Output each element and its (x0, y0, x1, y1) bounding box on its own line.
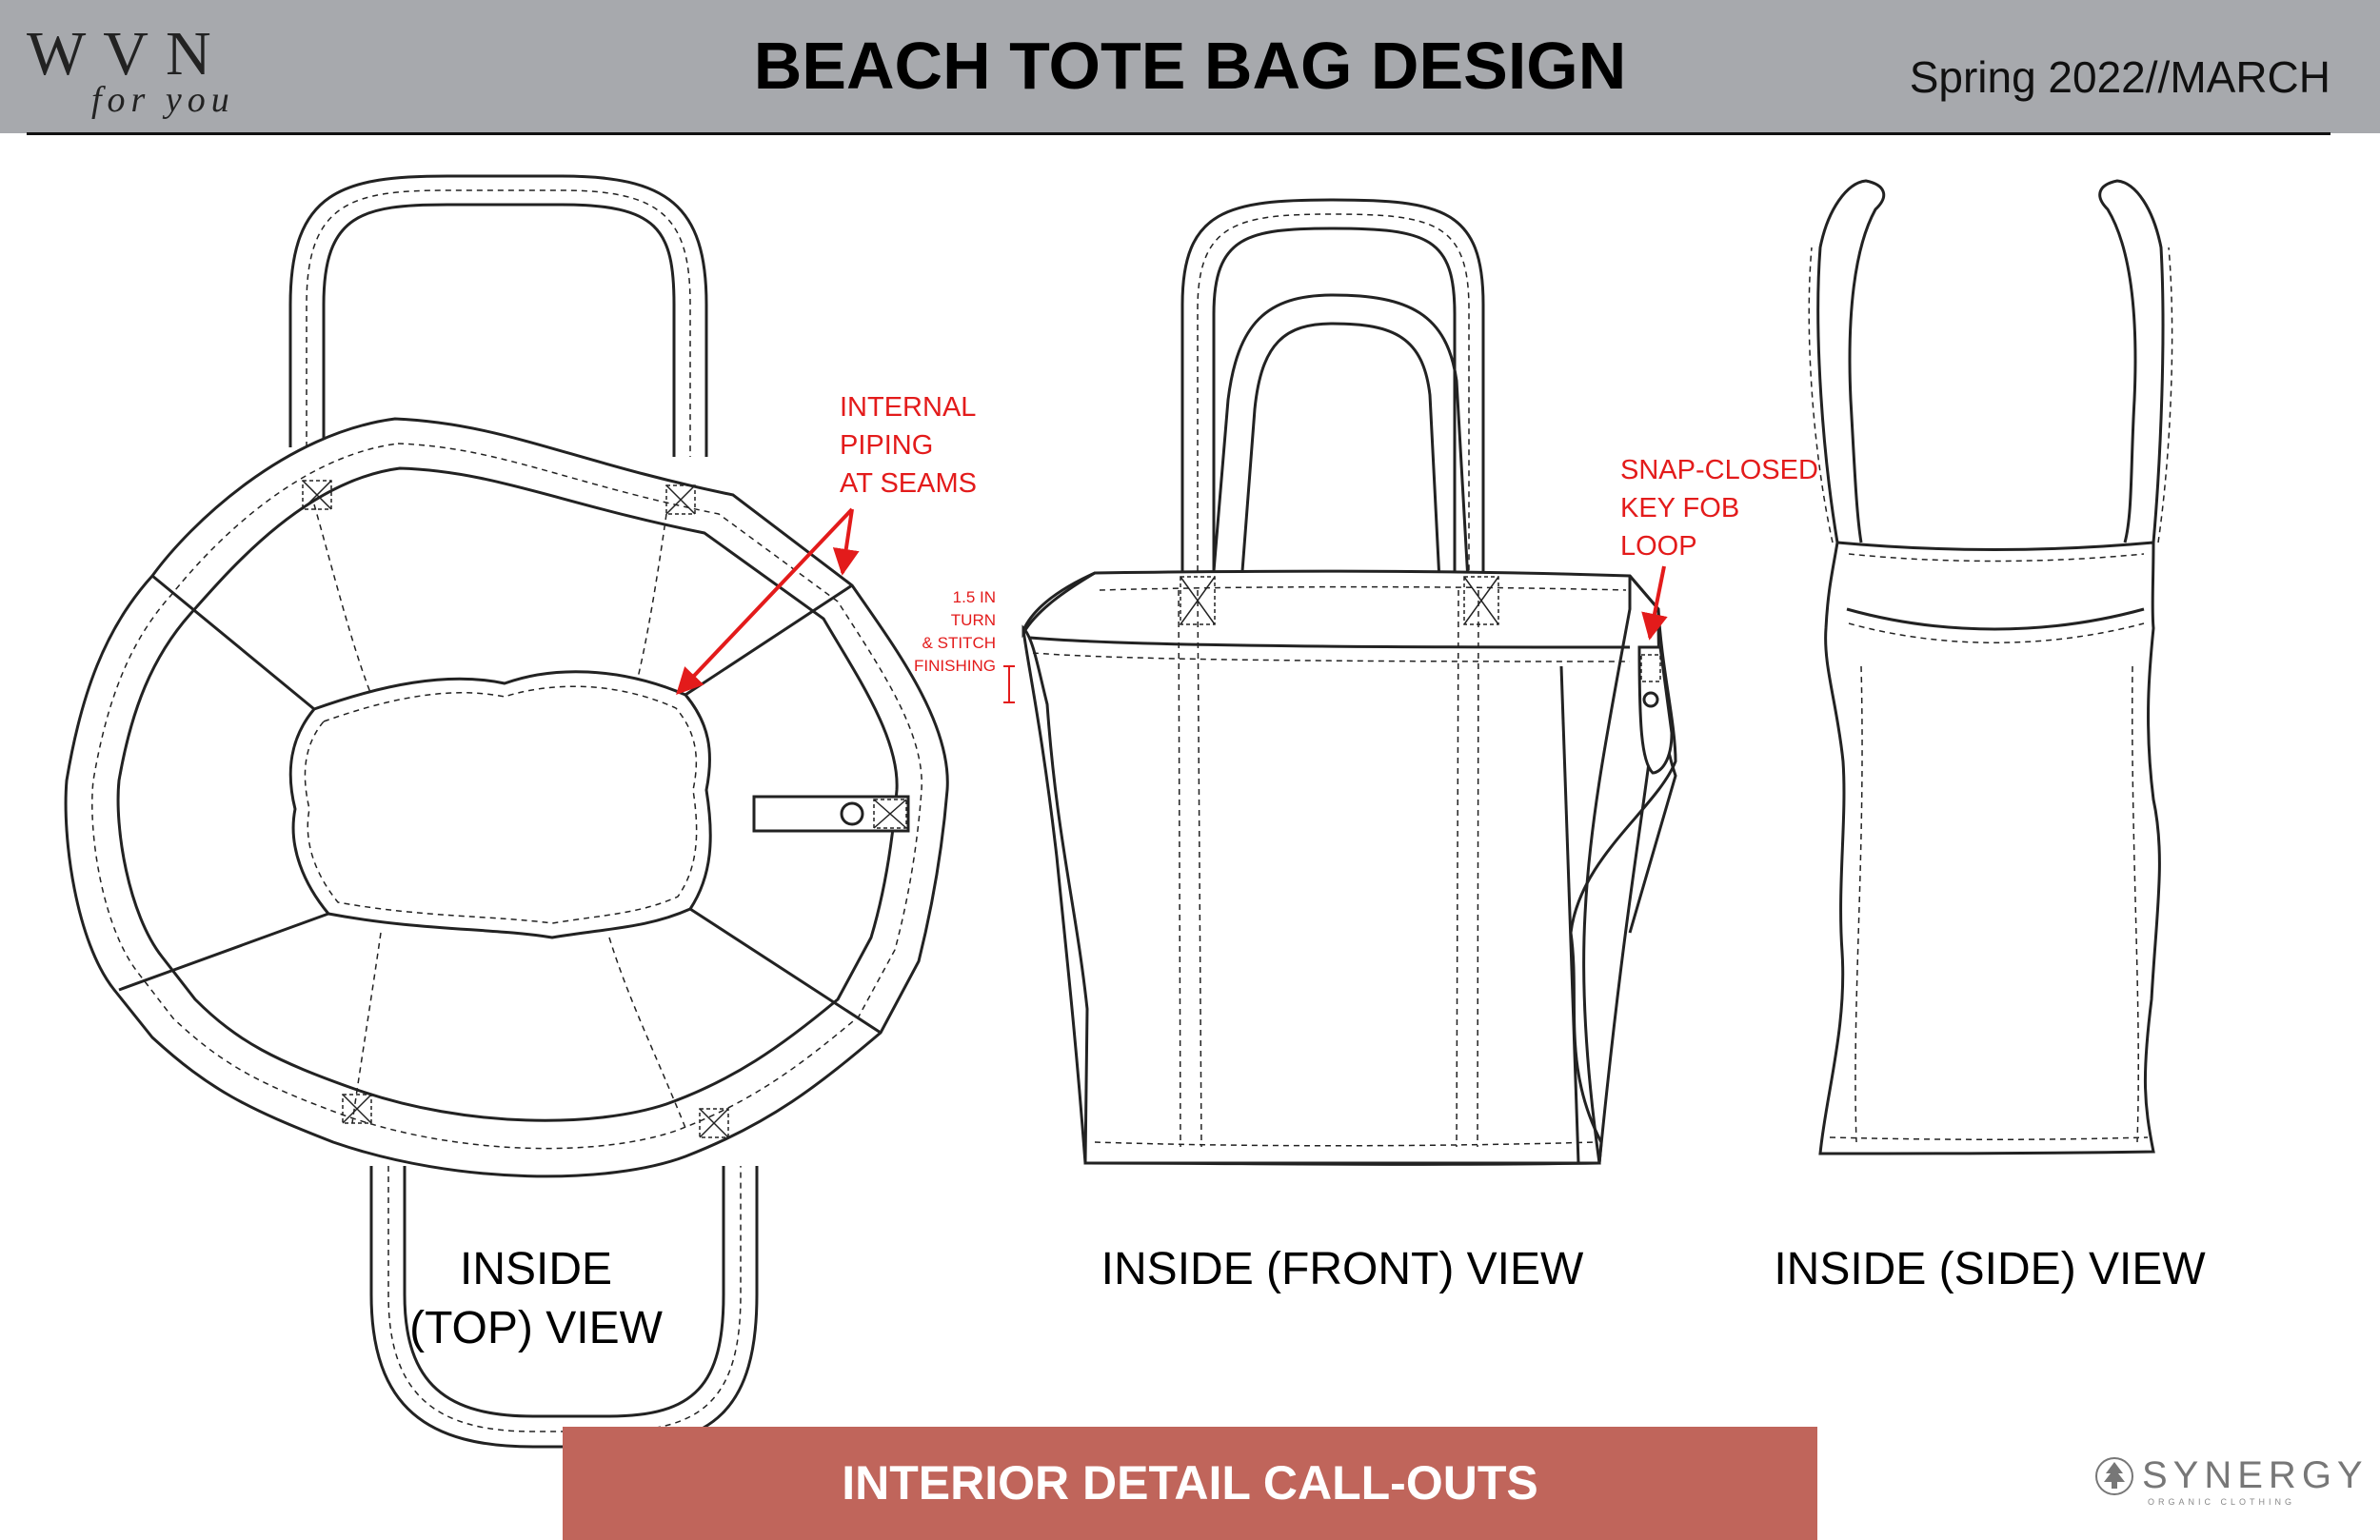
inside-top-view-label: INSIDE (TOP) VIEW (362, 1240, 710, 1358)
logo-wordmark: WVN (27, 19, 228, 89)
arrow-icon (1641, 565, 1668, 641)
keyfob-callout-line3: LOOP (1620, 531, 1697, 562)
inside-side-view-drawing (1808, 179, 2173, 1155)
inside-top-view-drawing (64, 174, 949, 1449)
footer-banner: INTERIOR DETAIL CALL-OUTS (563, 1427, 1817, 1540)
inside-front-view-drawing (1021, 198, 1677, 1166)
piping-callout: INTERNAL PIPING AT SEAMS (840, 388, 977, 503)
piping-arrows (676, 507, 860, 696)
bag-body-front-outline (1021, 571, 1632, 1165)
bottom-handle-inner (403, 1166, 725, 1418)
inside-side-view-label: INSIDE (SIDE) VIEW (1774, 1244, 2206, 1294)
keyfob-callout: SNAP-CLOSED KEY FOB LOOP (1620, 451, 1818, 565)
logo-tagline: for you (91, 80, 235, 120)
tree-icon (2095, 1457, 2133, 1495)
piping-callout-line1: INTERNAL (840, 392, 977, 423)
page-title: BEACH TOTE BAG DESIGN (753, 29, 1627, 103)
brand-logo: SYNERGY ORGANIC CLOTHING (2094, 1456, 2363, 1513)
header-bar (0, 0, 2380, 133)
season-label: Spring 2022//MARCH (1909, 52, 2330, 102)
keyfob-callout-line1: SNAP-CLOSED (1620, 455, 1818, 485)
inside-top-view-label-line2: (TOP) VIEW (409, 1303, 663, 1353)
arrow-icon (832, 508, 860, 576)
footer-label: INTERIOR DETAIL CALL-OUTS (842, 1456, 1538, 1510)
turn-callout-line4: FINISHING (914, 657, 996, 675)
top-handle-inner (322, 203, 676, 457)
bag-outer-rim (64, 417, 949, 1178)
inside-front-view-label: INSIDE (FRONT) VIEW (1101, 1244, 1584, 1294)
turn-callout-line2: TURN (950, 611, 996, 629)
brand-tagline: ORGANIC CLOTHING (2148, 1497, 2296, 1507)
turn-finish-bracket (1003, 665, 1015, 703)
header-divider (27, 132, 2330, 135)
arrow-icon (676, 507, 854, 696)
bag-body-side (1818, 541, 2161, 1155)
keyfob-callout-line2: KEY FOB (1620, 493, 1740, 523)
key-fob-top-view (752, 795, 910, 833)
bag-inner-rim (116, 466, 899, 1122)
turn-callout-line3: & STITCH (922, 634, 996, 652)
piping-callout-line3: AT SEAMS (840, 468, 977, 499)
turn-callout-line1: 1.5 IN (952, 588, 996, 606)
key-fob-front-view (1637, 645, 1674, 775)
front-handle (1212, 293, 1470, 582)
brand-name: SYNERGY (2142, 1454, 2369, 1496)
back-handle (1180, 198, 1485, 581)
inside-top-view-label-line1: INSIDE (459, 1244, 613, 1294)
piping-callout-line2: PIPING (840, 430, 934, 461)
top-handle (288, 174, 708, 457)
turn-finish-callout: 1.5 IN TURN & STITCH FINISHING (885, 586, 996, 678)
